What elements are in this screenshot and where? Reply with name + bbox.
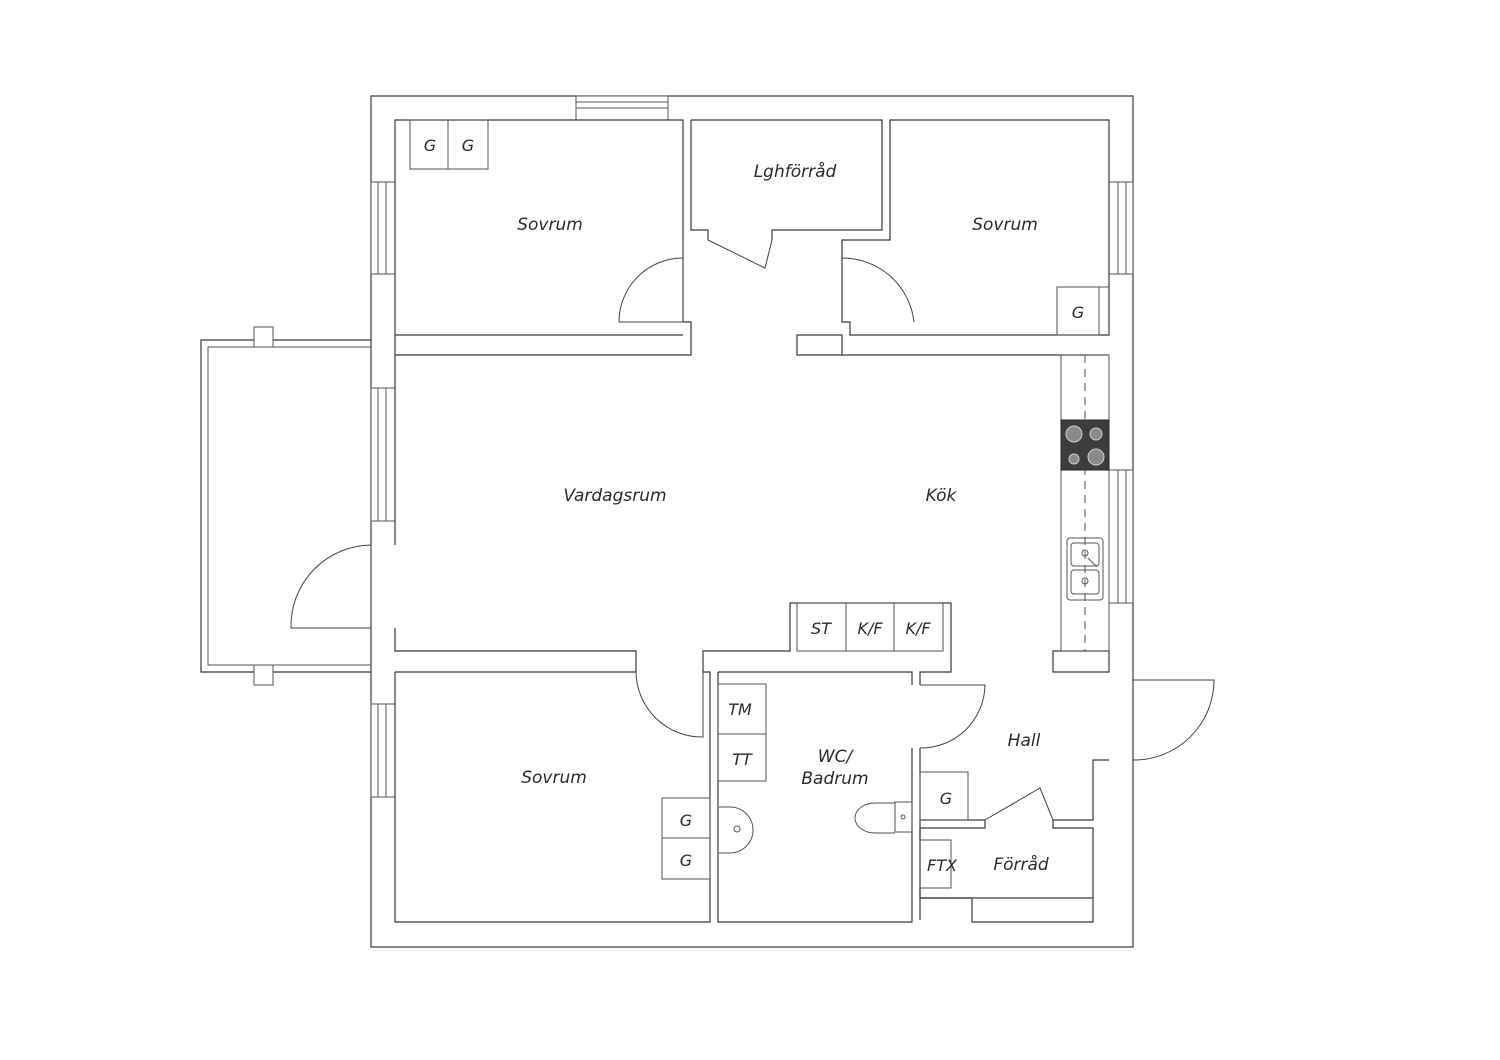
balcony	[200, 326, 371, 686]
laundry-appliances: TM TT	[717, 683, 767, 782]
kitchen-appliances: ST K/F K/F	[796, 602, 944, 652]
dishwasher-label: ST	[811, 619, 832, 638]
wardrobe-label: G	[424, 136, 436, 155]
wardrobe-label: G	[940, 789, 952, 808]
room-bedroom-top-left: Sovrum	[517, 215, 583, 235]
wardrobes-top-left: G G	[409, 119, 489, 170]
wardrobe-label: G	[1072, 303, 1084, 322]
wardrobe-label: G	[680, 851, 692, 870]
room-labels: Sovrum Lghförråd Sovrum Vardagsrum Kök S…	[517, 161, 1049, 875]
room-kitchen: Kök	[926, 486, 958, 506]
ventilation-unit: FTX	[919, 839, 958, 889]
washing-machine-label: TM	[728, 700, 752, 719]
ventilation-label: FTX	[927, 856, 958, 875]
room-bedroom-top-right: Sovrum	[972, 215, 1038, 235]
room-hall: Hall	[1008, 731, 1041, 751]
interior-walls	[394, 119, 1110, 923]
wardrobe-label: G	[462, 136, 474, 155]
sink-icon	[1066, 537, 1104, 601]
room-storage-top: Lghförråd	[754, 161, 837, 182]
room-bathroom-line1: WC/	[818, 747, 855, 767]
room-storage-bottom: Förråd	[993, 854, 1049, 875]
dryer-label: TT	[732, 750, 753, 769]
room-living-room: Vardagsrum	[563, 486, 666, 506]
wardrobe-hall: G	[919, 771, 969, 821]
room-bedroom-bottom: Sovrum	[521, 768, 587, 788]
stove-icon	[1060, 419, 1110, 471]
wardrobe-label: G	[680, 811, 692, 830]
room-bathroom-line2: Badrum	[801, 769, 868, 789]
wardrobe-top-right: G	[1056, 286, 1109, 336]
wardrobes-bottom: G G	[661, 797, 711, 880]
washbasin-icon	[718, 806, 754, 854]
toilet-icon	[854, 801, 913, 834]
windows	[370, 95, 1134, 798]
fridge-freezer-label: K/F	[905, 619, 931, 638]
doors	[290, 239, 1215, 821]
fridge-freezer-label: K/F	[857, 619, 883, 638]
